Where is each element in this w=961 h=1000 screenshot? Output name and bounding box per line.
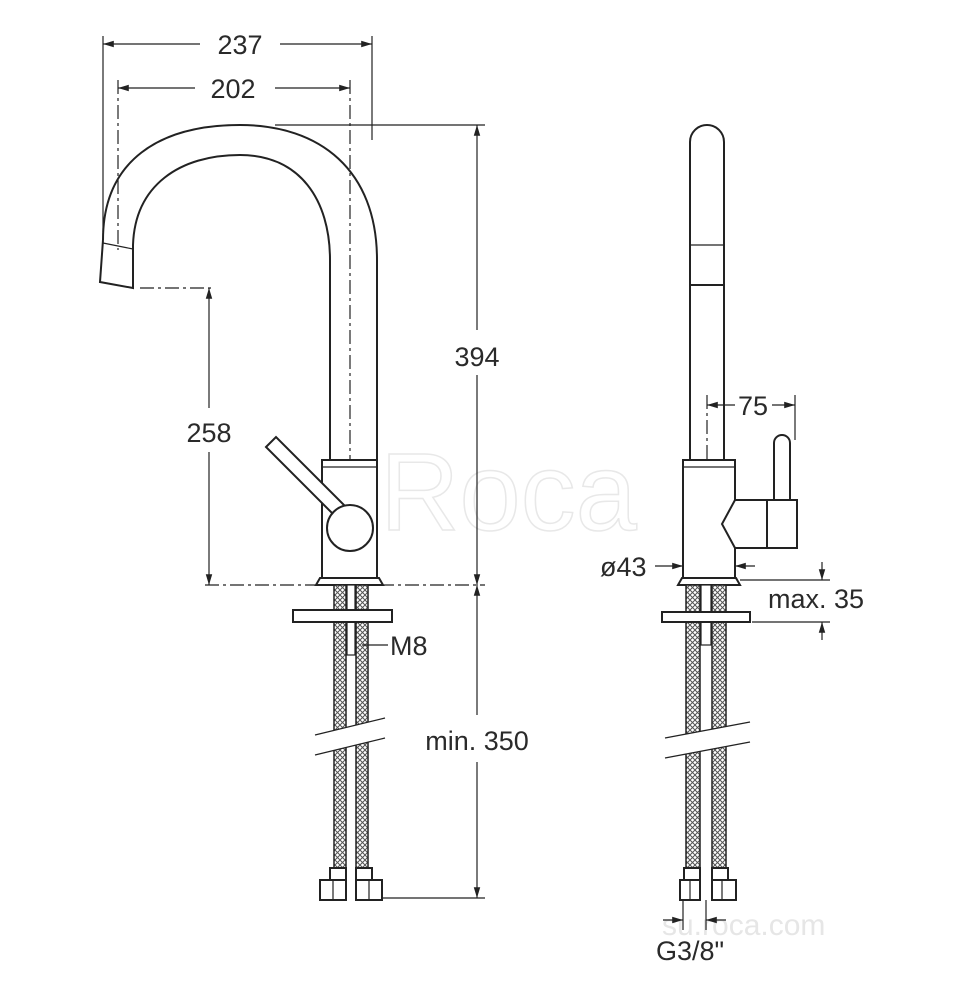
- dim-max-deck-thickness: max. 35: [768, 584, 864, 614]
- dim-outlet-height: 258: [186, 418, 231, 448]
- dim-lever-offset: 75: [738, 391, 768, 421]
- front-view: 237 202 394 258 min. 350 M8: [98, 30, 529, 901]
- label-fixing-rod: M8: [390, 631, 428, 661]
- dim-body-diameter: ø43: [600, 552, 647, 582]
- dim-overall-height: 394: [454, 342, 499, 372]
- roca-watermark: Roca: [380, 431, 638, 554]
- dim-min-hose-length: min. 350: [425, 726, 529, 756]
- dim-overall-reach: 237: [217, 30, 262, 60]
- side-view: 75 ø43 max. 35: [600, 124, 864, 966]
- url-watermark: su.roca.com: [662, 909, 825, 942]
- dim-spout-reach: 202: [210, 74, 255, 104]
- label-connection-thread: G3/8": [656, 936, 724, 966]
